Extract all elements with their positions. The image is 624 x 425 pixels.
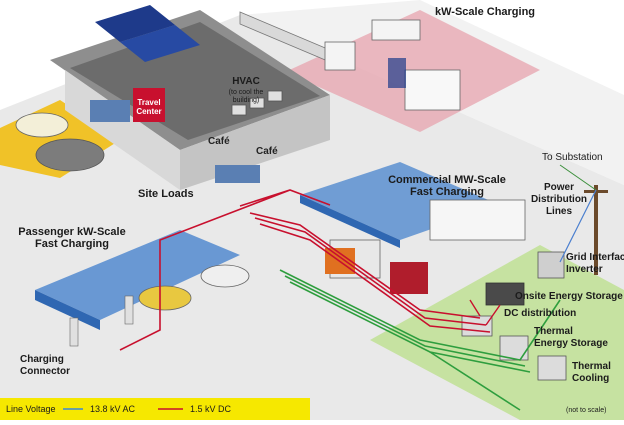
label-to-substation: To Substation xyxy=(542,152,603,163)
legend-line-voltage-label: Line Voltage xyxy=(6,404,56,414)
kw-scale-trucks xyxy=(239,11,461,111)
legend-ac-label: 13.8 kV AC xyxy=(90,404,136,414)
label-charging-connector-line-1: Charging xyxy=(20,354,64,365)
hvac-units xyxy=(231,90,283,116)
label-dc-distribution: DC distribution xyxy=(504,308,577,319)
label-charging-connector-line-2: Connector xyxy=(20,366,70,377)
label-commercial-line-2: Fast Charging xyxy=(410,186,484,198)
ac-cables xyxy=(279,269,561,411)
label-onsite-energy-storage: Onsite Energy Storage xyxy=(515,291,623,302)
parked-cars xyxy=(15,112,105,172)
utility-pole xyxy=(559,164,608,275)
label-kw-scale-charging: kW-Scale Charging xyxy=(435,6,536,18)
dc-cables xyxy=(119,189,501,351)
label-hvac: HVAC xyxy=(232,76,260,87)
legend: Line Voltage 13.8 kV AC 1.5 kV DC (not t… xyxy=(0,398,624,420)
travel-center-building xyxy=(50,5,330,190)
label-grid-interface-line-2: Inverter xyxy=(566,264,603,275)
passenger-canopy xyxy=(35,230,250,347)
label-cafe-left: Café xyxy=(208,136,230,147)
label-commercial-line-1: Commercial MW-Scale xyxy=(388,174,506,186)
label-passenger-line-1: Passenger kW-Scale xyxy=(18,226,126,238)
commercial-canopy xyxy=(300,162,526,294)
grid-interface-inverter xyxy=(537,251,565,279)
label-hvac-note-2: building) xyxy=(232,97,260,104)
label-grid-interface-line-1: Grid Interface xyxy=(566,252,624,263)
label-power-line-2: Distribution xyxy=(530,194,588,205)
label-passenger-line-2: Fast Charging xyxy=(35,238,109,250)
label-thermal-cooling-line-2: Cooling xyxy=(572,373,610,384)
label-power-line-1: Power xyxy=(543,182,574,193)
legend-not-to-scale: (not to scale) xyxy=(566,407,607,414)
travel-center-line-1: Travel xyxy=(137,98,161,107)
legend-swatches xyxy=(63,408,183,410)
onsite-energy-storage xyxy=(485,282,525,306)
label-thermal-storage-line-1: Thermal xyxy=(534,326,573,337)
label-cafe-right: Café xyxy=(256,146,278,157)
solar-panels xyxy=(95,5,175,42)
label-hvac-note-1: (to cool the xyxy=(228,89,264,96)
label-thermal-storage-line-2: Energy Storage xyxy=(534,338,608,349)
label-site-loads: Site Loads xyxy=(138,188,194,200)
travel-center-line-2: Center xyxy=(136,107,162,116)
legend-bar xyxy=(0,398,310,420)
legend-dc-label: 1.5 kV DC xyxy=(190,404,232,414)
thermal-cooling-unit xyxy=(537,355,567,381)
label-thermal-cooling-line-1: Thermal xyxy=(572,361,611,372)
travel-center-sign xyxy=(133,88,165,122)
label-power-line-3: Lines xyxy=(545,206,573,217)
dc-distribution-unit xyxy=(461,315,493,337)
